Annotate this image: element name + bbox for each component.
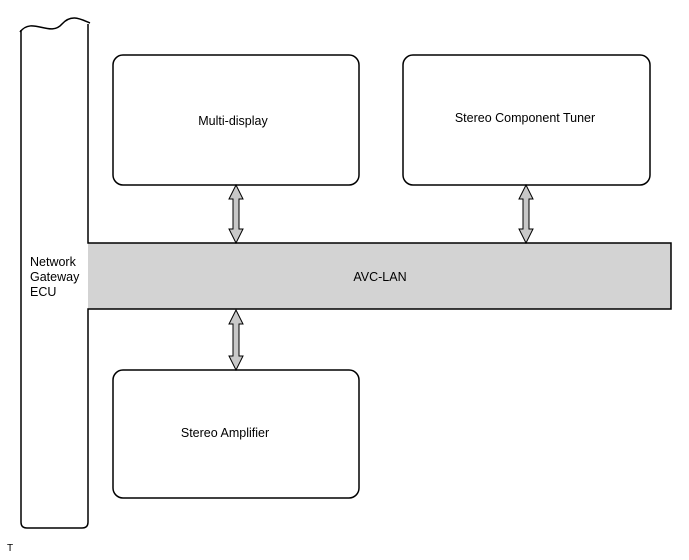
stereo-component-tuner-node: Stereo Component Tuner	[402, 54, 651, 186]
stereo-amplifier-label: Stereo Amplifier	[181, 426, 269, 440]
multi-display-label: Multi-display	[198, 114, 268, 128]
network-gateway-ecu-label-line-1: Network	[30, 255, 77, 269]
avc-lan-bus	[88, 243, 671, 309]
column-break-line	[19, 17, 91, 33]
avc-lan-label: AVC-LAN	[353, 270, 406, 284]
network-gateway-ecu-outline	[20, 24, 672, 529]
stereo-amplifier-bus-arrow	[228, 308, 244, 372]
network-gateway-ecu-block: Network Gateway ECU AVC-LAN	[19, 17, 672, 529]
multi-display-node: Multi-display	[112, 54, 360, 186]
stereo-component-tuner-bus-arrow	[518, 183, 534, 245]
network-gateway-ecu-label-line-2: Gateway	[30, 270, 80, 284]
network-gateway-ecu-label-line-3: ECU	[30, 285, 56, 299]
stereo-amplifier-node: Stereo Amplifier	[112, 369, 360, 499]
figure-mark: T	[7, 543, 14, 554]
multi-display-bus-arrow	[228, 183, 244, 245]
stereo-component-tuner-label: Stereo Component Tuner	[455, 111, 595, 125]
